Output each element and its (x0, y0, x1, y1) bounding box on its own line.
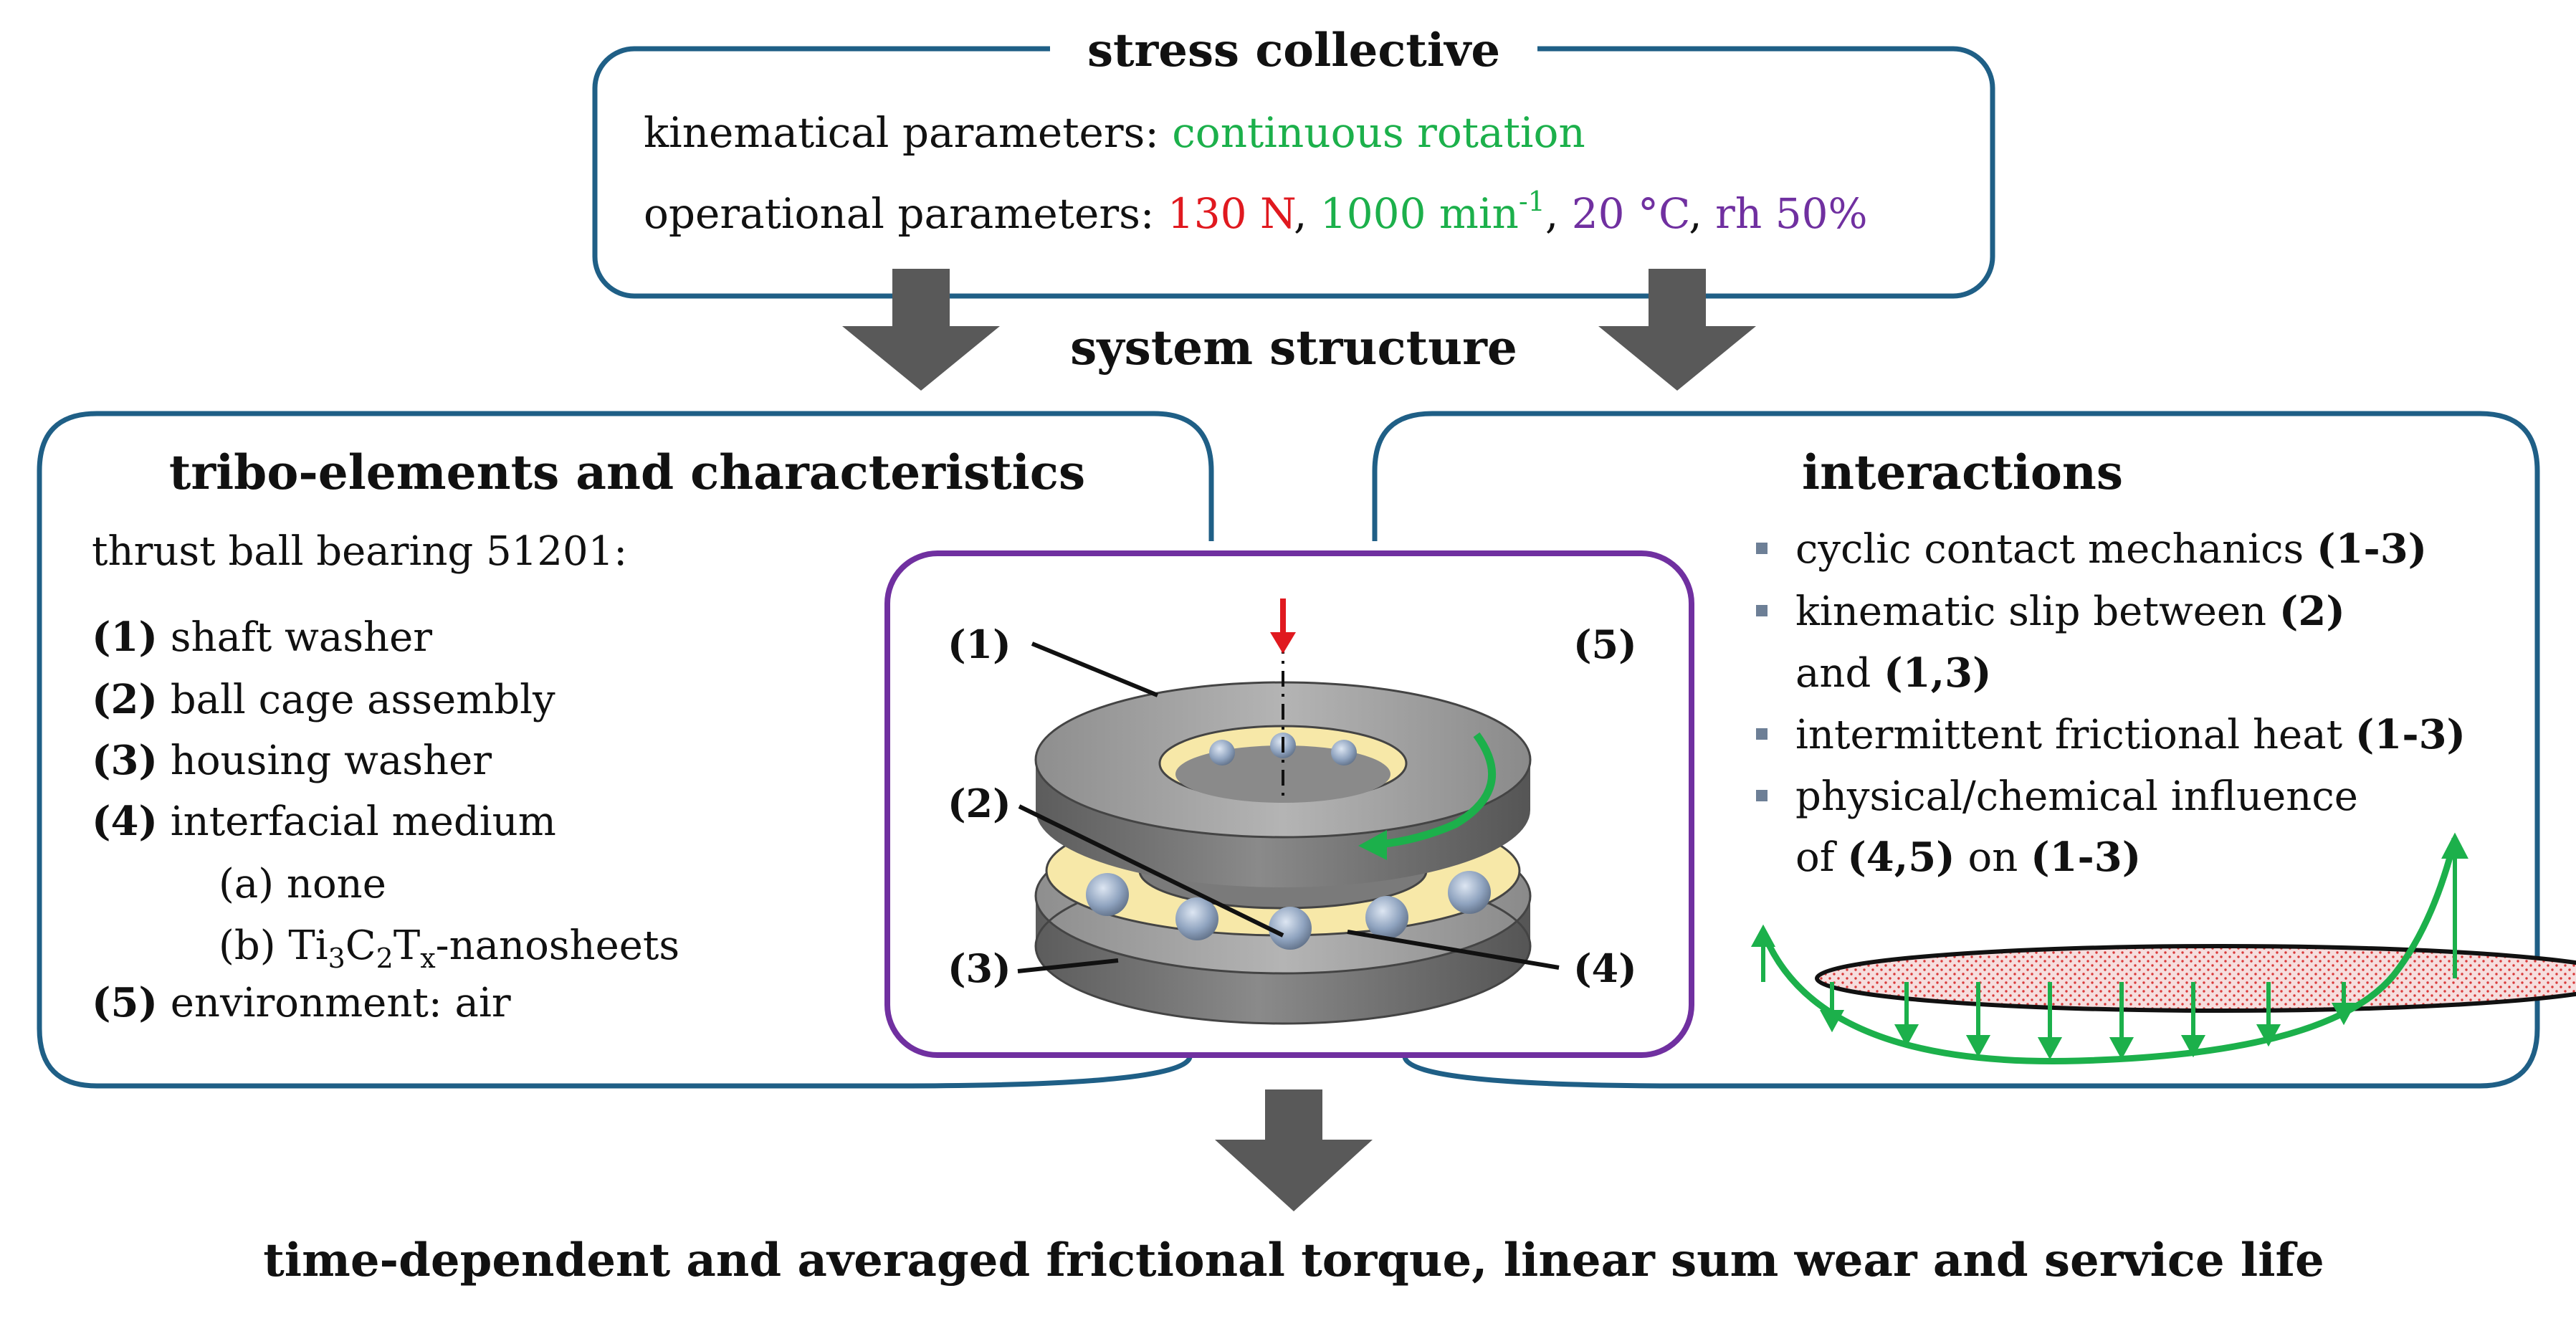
element-2-label: ball cage assembly (158, 677, 555, 723)
interaction-2b-ref: (1,3) (1884, 649, 1991, 697)
leader-line-1 (1031, 642, 1159, 697)
interaction-4: physical/chemical influence (1795, 773, 2358, 820)
leader-line-4 (1347, 930, 1560, 970)
subscript: x (420, 943, 435, 974)
interaction-3-text: intermittent frictional heat (1795, 712, 2355, 758)
formula-suffix: -nanosheets (436, 922, 679, 969)
interaction-2: kinematic slip between (2) (1795, 588, 2345, 635)
label-3: (3) (948, 945, 1011, 991)
interactions-title: interactions (1802, 444, 2123, 500)
interaction-4b-ref2: (1-3) (2031, 834, 2141, 881)
system-structure-title: system structure (1070, 320, 1517, 376)
element-3: (3) housing washer (92, 737, 492, 784)
bearing-illustration-box: (1) (5) (2) (3) (4) (884, 550, 1694, 1058)
rotation-arrow-icon (1358, 732, 1496, 860)
pressure-arrows (1750, 832, 2468, 1060)
bullet-icon (1756, 790, 1768, 801)
speed-exponent: -1 (1519, 186, 1545, 217)
arrow-down-right-icon (1598, 269, 1756, 391)
interaction-3: intermittent frictional heat (1-3) (1795, 711, 2466, 758)
humidity-value: rh 50% (1715, 189, 1867, 238)
speed-value: 1000 min (1320, 189, 1519, 238)
element-1-number: (1) (92, 614, 158, 661)
separator: , (1689, 189, 1715, 238)
interaction-1: cyclic contact mechanics (1-3) (1795, 525, 2427, 573)
label-2: (2) (948, 781, 1011, 826)
element-4: (4) interfacial medium (92, 798, 556, 845)
bullet-icon (1756, 728, 1768, 740)
ball (1269, 907, 1312, 950)
kinematical-parameters-line: kinematical parameters: continuous rotat… (644, 108, 1585, 157)
interaction-4b-mid: on (1955, 834, 2031, 881)
subscript: 3 (328, 943, 345, 974)
element-4a: (a) none (219, 861, 386, 907)
load-arrow-icon (1270, 598, 1296, 654)
arrow-down-left-icon (842, 269, 1000, 391)
interactions-box: interactions cyclic contact mechanics (1… (1372, 411, 2576, 1089)
leader-line-2 (1018, 804, 1284, 938)
contact-area-ellipse (1815, 944, 2576, 1013)
pressure-distribution-curve (1761, 837, 2458, 1064)
element-3-label: housing washer (158, 738, 492, 784)
element-5: (5) environment: air (92, 979, 511, 1026)
interaction-1-text: cyclic contact mechanics (1795, 526, 2317, 573)
ball (1175, 897, 1218, 940)
element-5-number: (5) (92, 979, 158, 1026)
shaft-washer (1034, 681, 1532, 887)
interaction-2-ref: (2) (2279, 588, 2345, 635)
label-4: (4) (1573, 945, 1637, 991)
stress-collective-box: stress collective kinematical parameters… (592, 24, 1995, 299)
label-1: (1) (948, 621, 1011, 667)
ball (1448, 871, 1491, 914)
formula-ti: (b) Ti (219, 922, 328, 969)
element-4-number: (4) (92, 798, 158, 845)
formula-t: T (393, 922, 420, 969)
separator: , (1294, 189, 1320, 238)
tribo-elements-title: tribo-elements and characteristics (169, 444, 1085, 500)
element-2: (2) ball cage assembly (92, 676, 555, 723)
interaction-3-ref: (1-3) (2355, 711, 2466, 758)
element-1: (1) shaft washer (92, 614, 432, 661)
label-5: (5) (1573, 621, 1637, 667)
arrow-down-output-icon (1215, 1089, 1373, 1211)
bearing-type: thrust ball bearing 51201: (92, 528, 627, 575)
formula-c: C (345, 922, 376, 969)
element-2-number: (2) (92, 676, 158, 723)
kinematical-value: continuous rotation (1172, 108, 1585, 157)
separator: , (1545, 189, 1572, 238)
element-5-label: environment: air (158, 980, 511, 1026)
element-4b: (b) Ti3C2Tx-nanosheets (219, 922, 679, 974)
load-value: 130 N (1168, 189, 1295, 238)
interaction-4-continued: of (4,5) on (1-3) (1795, 834, 2141, 881)
subscript: 2 (376, 943, 393, 974)
kinematical-label: kinematical parameters: (644, 108, 1172, 157)
element-4-label: interfacial medium (158, 798, 556, 845)
stress-collective-title: stress collective (1087, 24, 1500, 77)
element-1-label: shaft washer (158, 614, 432, 661)
interaction-2b-text: and (1795, 650, 1884, 697)
element-3-number: (3) (92, 737, 158, 784)
ball (1086, 873, 1129, 916)
temperature-value: 20 °C (1572, 189, 1689, 238)
interaction-2-continued: and (1,3) (1795, 649, 1992, 697)
interaction-1-ref: (1-3) (2317, 525, 2427, 573)
ball (1365, 896, 1408, 939)
leader-line-3 (1017, 958, 1119, 973)
interaction-4b-ref: (4,5) (1847, 834, 1955, 881)
tribo-elements-box: tribo-elements and characteristics thrus… (37, 411, 1214, 1089)
contact-pressure-illustration (1750, 832, 2576, 1064)
interaction-2-text: kinematic slip between (1795, 588, 2279, 635)
bullet-icon (1756, 543, 1768, 554)
operational-parameters-line: operational parameters: 130 N, 1000 min-… (644, 186, 1868, 238)
output-summary: time-dependent and averaged frictional t… (263, 1234, 2324, 1287)
operational-label: operational parameters: (644, 189, 1168, 238)
bullet-icon (1756, 605, 1768, 616)
interaction-4b-text: of (1795, 834, 1847, 881)
